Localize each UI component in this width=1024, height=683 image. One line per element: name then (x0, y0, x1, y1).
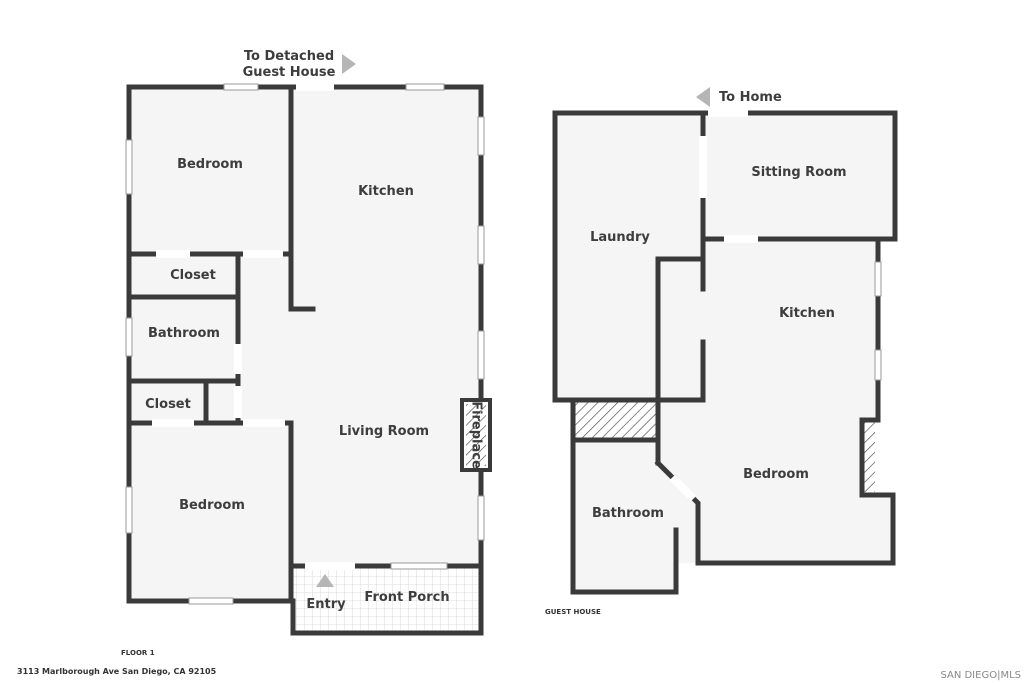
bathroom-diagonal-wall (654, 459, 701, 566)
window (477, 225, 485, 265)
guest-hatch (575, 401, 656, 439)
room-label-guest-kitchen: Kitchen (779, 306, 835, 321)
door-to-guest-house (296, 83, 334, 91)
room-label-laundry: Laundry (590, 230, 650, 245)
room-label-living-room: Living Room (339, 424, 429, 439)
door-bedroom-bottom-b (243, 419, 285, 427)
room-label-guest-bathroom: Bathroom (592, 506, 664, 521)
room-label-sitting-room: Sitting Room (751, 165, 846, 180)
arrow-left-icon (696, 87, 710, 107)
door-closet-bottom (234, 386, 242, 418)
main-house: Fireplace Bedroom Kitchen Closet Bathroo… (121, 49, 492, 657)
room-label-closet-top: Closet (170, 268, 216, 283)
room-label-bathroom: Bathroom (148, 326, 220, 341)
window (390, 562, 448, 570)
window (477, 330, 485, 380)
guest-house: To Home Laundry Sitting Room Kitchen Bed… (545, 87, 898, 616)
guest-hatch-small (863, 422, 875, 492)
door-bathroom-diagonal (669, 474, 697, 502)
window (405, 83, 445, 91)
window (125, 317, 133, 357)
door-closet-top (156, 250, 190, 258)
fireplace-hatch (466, 404, 486, 466)
entry-arrow-icon (316, 574, 334, 587)
room-label-kitchen: Kitchen (358, 184, 414, 199)
fireplace-label: Fireplace (469, 401, 484, 469)
door-laundry-sitting (699, 136, 707, 198)
room-label-guest-bedroom: Bedroom (743, 467, 809, 482)
kitchen-west-wall (288, 84, 316, 312)
window (188, 597, 234, 605)
room-label-bedroom-bottom: Bedroom (179, 498, 245, 513)
door-sitting-kitchen (724, 235, 758, 243)
door-bedroom-bottom-a (152, 419, 194, 427)
door-entry (305, 562, 355, 570)
nav-to-guest-house-line1: To Detached (244, 49, 334, 64)
window (223, 83, 259, 91)
arrow-right-icon (342, 54, 356, 74)
door-bathroom (234, 344, 242, 374)
mls-brand-logo: SAN DIEGO|MLS (940, 670, 1021, 681)
nav-to-guest-house-line2: Guest House (243, 65, 336, 80)
nav-to-home: To Home (719, 90, 782, 105)
window (477, 495, 485, 541)
window (125, 486, 133, 534)
room-label-front-porch: Front Porch (364, 590, 449, 605)
guest-house-label: GUEST HOUSE (545, 608, 601, 616)
floor-label: FLOOR 1 (121, 649, 155, 657)
window (477, 116, 485, 156)
address-text: 3113 Marlborough Ave San Diego, CA 92105 (17, 667, 217, 676)
door-to-home (708, 109, 748, 117)
room-label-closet-bottom: Closet (145, 397, 191, 412)
window (874, 261, 882, 297)
main-house-floor (129, 87, 481, 601)
main-house-outer-wall (126, 84, 484, 636)
window (125, 139, 133, 195)
guest-house-floor (555, 113, 895, 592)
room-label-entry: Entry (306, 597, 346, 612)
guest-house-outer-wall (552, 110, 898, 566)
window (874, 349, 882, 381)
room-label-bedroom-top: Bedroom (177, 157, 243, 172)
door-bedroom-top (243, 250, 283, 258)
